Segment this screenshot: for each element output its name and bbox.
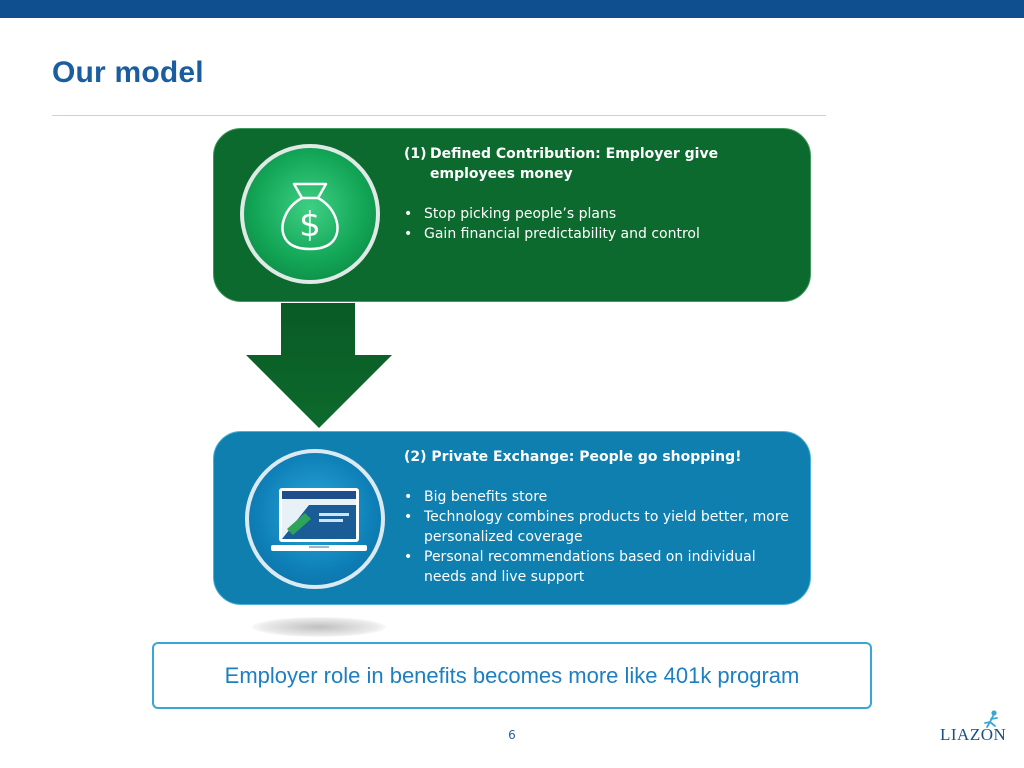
step2-text: (2) Private Exchange: People go shopping…	[404, 447, 799, 587]
step1-heading-line2: employees money	[430, 166, 573, 182]
step2-bullet: Personal recommendations based on indivi…	[404, 547, 799, 587]
page-title: Our model	[52, 56, 204, 89]
step2-bullets: Big benefits store Technology combines p…	[404, 487, 799, 587]
summary-callout: Employer role in benefits becomes more l…	[152, 642, 872, 709]
step1-text: (1)Defined Contribution: Employer give e…	[404, 144, 799, 244]
step2-heading: (2) Private Exchange: People go shopping…	[404, 449, 742, 465]
step1-bullets: Stop picking people’s plans Gain financi…	[404, 204, 799, 244]
step1-bullet: Gain financial predictability and contro…	[404, 224, 799, 244]
step1-bullet: Stop picking people’s plans	[404, 204, 799, 224]
step2-bullet: Technology combines products to yield be…	[404, 507, 799, 547]
money-bag-icon: $	[281, 182, 339, 251]
page-number: 6	[508, 728, 516, 742]
step1-icon-circle: $	[240, 144, 380, 284]
step2-icon-circle	[245, 449, 385, 589]
step2-bullet: Big benefits store	[404, 487, 799, 507]
logo-text: LIAZON	[940, 725, 1007, 744]
step2-circle-shadow	[252, 617, 386, 637]
step1-number: (1)	[404, 146, 427, 162]
summary-callout-text: Employer role in benefits becomes more l…	[224, 662, 800, 688]
liazon-logo: LIAZON	[940, 709, 1010, 745]
svg-text:$: $	[299, 205, 321, 245]
down-arrow-icon	[246, 303, 392, 428]
step1-heading-line1: Defined Contribution: Employer give	[430, 146, 719, 162]
laptop-icon	[271, 488, 367, 551]
step1-heading: (1)Defined Contribution: Employer give	[404, 144, 799, 164]
top-bar	[0, 0, 1024, 18]
title-divider	[52, 115, 826, 116]
running-figure-icon	[984, 710, 998, 728]
